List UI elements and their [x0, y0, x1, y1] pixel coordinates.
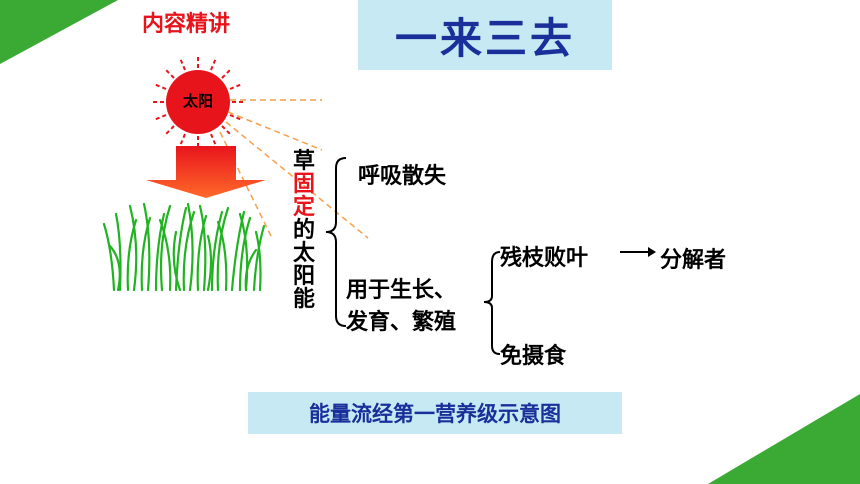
vertical-label-char: 定 — [292, 195, 315, 220]
branch-respiration: 呼吸散失 — [358, 164, 447, 189]
title-box: 一来三去 — [358, 0, 612, 70]
branch-decomposer: 分解者 — [660, 248, 727, 273]
vertical-label-char: 的 — [292, 218, 315, 243]
corner-decoration-bottom-right — [708, 394, 860, 484]
branch-consumed: 免摄食 — [500, 344, 567, 369]
caption: 能量流经第一营养级示意图 — [309, 402, 561, 426]
caption-box: 能量流经第一营养级示意图 — [248, 392, 622, 434]
grass-icon — [102, 202, 266, 292]
vertical-label-char: 能 — [292, 287, 315, 312]
brace-main — [325, 157, 347, 327]
light-beams — [219, 99, 369, 239]
brace-growth — [483, 251, 501, 355]
down-arrow-icon — [146, 146, 266, 198]
vertical-label-char: 太 — [292, 241, 315, 266]
vertical-label-char: 固 — [292, 172, 315, 197]
vertical-label: 草 固 定 的 太 阳 能 — [289, 150, 319, 311]
page-title: 一来三去 — [394, 13, 575, 63]
branch-litter: 残枝败叶 — [500, 246, 589, 271]
vertical-label-char: 草 — [292, 149, 315, 174]
arrow-right-icon — [620, 247, 656, 257]
vertical-label-char: 阳 — [292, 264, 315, 289]
branch-growth-line2: 发育、繁殖 — [346, 310, 457, 335]
sun-label: 太阳 — [182, 92, 213, 110]
sun-rays — [150, 54, 246, 150]
section-label: 内容精讲 — [142, 12, 231, 37]
sun-icon — [166, 70, 230, 134]
branch-growth-line1: 用于生长、 — [346, 278, 457, 303]
corner-decoration-top-left — [0, 0, 118, 64]
